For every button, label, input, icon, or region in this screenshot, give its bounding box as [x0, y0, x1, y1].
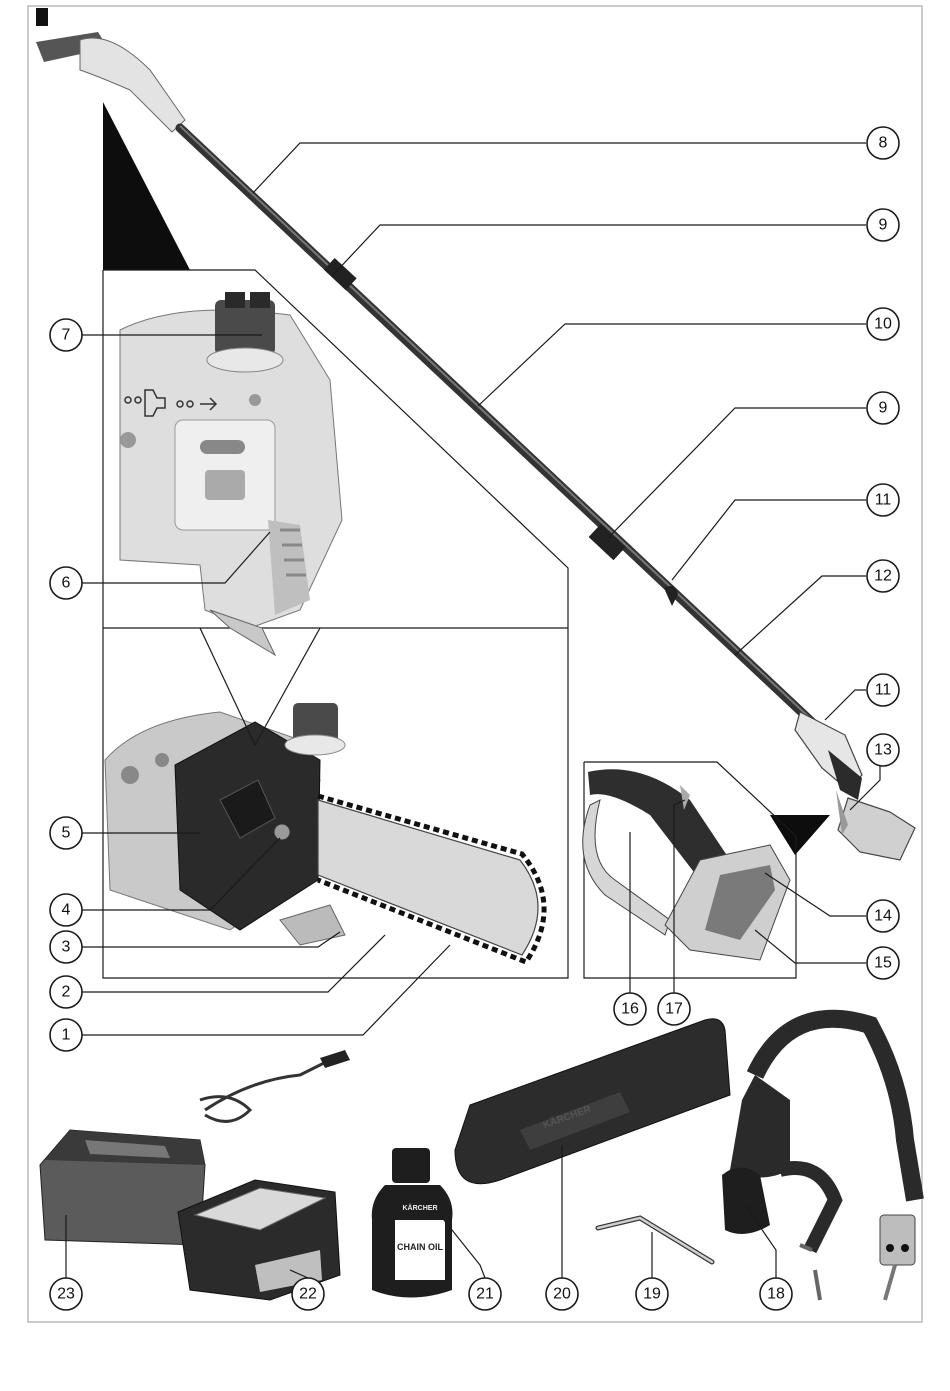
svg-text:19: 19 — [643, 1286, 661, 1303]
svg-text:8: 8 — [879, 135, 888, 152]
svg-text:16: 16 — [621, 1001, 639, 1018]
svg-text:6: 6 — [62, 575, 71, 592]
svg-text:1: 1 — [62, 1027, 71, 1044]
callout-2: 2 — [50, 976, 82, 1008]
svg-text:11: 11 — [875, 492, 892, 509]
chain-oil-label: CHAIN OIL — [397, 1242, 444, 1252]
callout-10: 10 — [867, 308, 899, 340]
callout-5: 5 — [50, 817, 82, 849]
svg-text:14: 14 — [874, 908, 892, 925]
corner-marker — [36, 8, 48, 26]
svg-text:10: 10 — [874, 316, 892, 333]
callout-13: 13 — [867, 734, 899, 766]
callout-20: 20 — [546, 1278, 578, 1310]
chain-cover-knob — [274, 824, 290, 840]
battery-compartment — [838, 798, 915, 860]
callout-7: 7 — [50, 319, 82, 351]
callout-14: 14 — [867, 900, 899, 932]
callout-9-lower: 9 — [867, 392, 899, 424]
callout-8: 8 — [867, 127, 899, 159]
detail-pointer-lower — [770, 815, 830, 855]
callout-3: 3 — [50, 931, 82, 963]
callout-23: 23 — [50, 1278, 82, 1310]
callout-9-upper: 9 — [867, 209, 899, 241]
callout-17: 17 — [658, 993, 690, 1025]
chain-oil-brand: KÄRCHER — [403, 1204, 438, 1212]
svg-text:18: 18 — [767, 1286, 785, 1303]
svg-text:2: 2 — [62, 984, 71, 1001]
callout-15: 15 — [867, 947, 899, 979]
callout-11-upper: 11 — [867, 484, 899, 516]
svg-text:11: 11 — [875, 682, 892, 699]
svg-text:12: 12 — [874, 568, 892, 585]
svg-text:23: 23 — [57, 1286, 75, 1303]
callout-19: 19 — [636, 1278, 668, 1310]
callout-12: 12 — [867, 560, 899, 592]
svg-text:17: 17 — [665, 1001, 683, 1018]
svg-text:4: 4 — [62, 902, 71, 919]
callout-16: 16 — [614, 993, 646, 1025]
chain-oil-bottle: CHAIN OIL KÄRCHER — [372, 1148, 453, 1298]
callout-21: 21 — [469, 1278, 501, 1310]
oil-tank-cap — [207, 292, 283, 372]
svg-text:9: 9 — [879, 400, 888, 417]
svg-text:7: 7 — [62, 327, 71, 344]
handle-detail — [583, 769, 790, 960]
callout-18: 18 — [760, 1278, 792, 1310]
callout-22: 22 — [292, 1278, 324, 1310]
saw-head-detail-top — [120, 292, 342, 655]
svg-text:15: 15 — [874, 955, 892, 972]
svg-text:22: 22 — [299, 1286, 317, 1303]
guide-bar — [318, 800, 538, 955]
shoulder-strap — [722, 1019, 915, 1300]
svg-text:5: 5 — [62, 825, 71, 842]
callout-11-lower: 11 — [867, 674, 899, 706]
svg-text:9: 9 — [879, 217, 888, 234]
svg-text:13: 13 — [874, 742, 892, 759]
svg-text:20: 20 — [553, 1286, 571, 1303]
callout-6: 6 — [50, 567, 82, 599]
saw-head-motor — [80, 38, 185, 132]
bar-protection-cover: KÄRCHER — [455, 1019, 730, 1184]
svg-text:21: 21 — [476, 1286, 494, 1303]
callout-4: 4 — [50, 894, 82, 926]
callout-1: 1 — [50, 1019, 82, 1051]
svg-text:3: 3 — [62, 939, 71, 956]
